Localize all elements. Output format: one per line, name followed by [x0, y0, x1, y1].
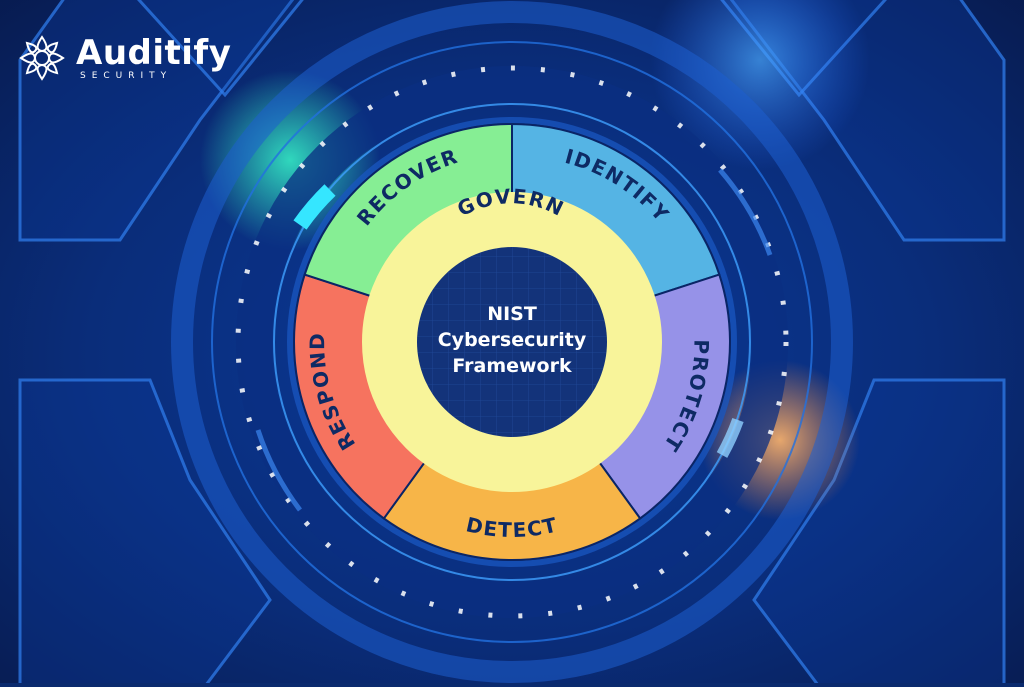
auditify-logo-icon [19, 35, 65, 81]
center-line-1: NIST [487, 303, 537, 325]
govern-ring [362, 192, 662, 492]
center-line-2: Cybersecurity [438, 329, 587, 351]
core-grid [417, 247, 607, 437]
cyan-accent [293, 184, 336, 230]
blue-glow [650, 0, 870, 170]
brand: Auditify SECURITY [18, 34, 231, 82]
brand-name: Auditify [76, 32, 232, 73]
center-line-3: Framework [452, 355, 572, 377]
outer-rings [171, 1, 853, 683]
brand-subtitle: SECURITY [80, 70, 173, 81]
dotted-ring [235, 65, 789, 619]
